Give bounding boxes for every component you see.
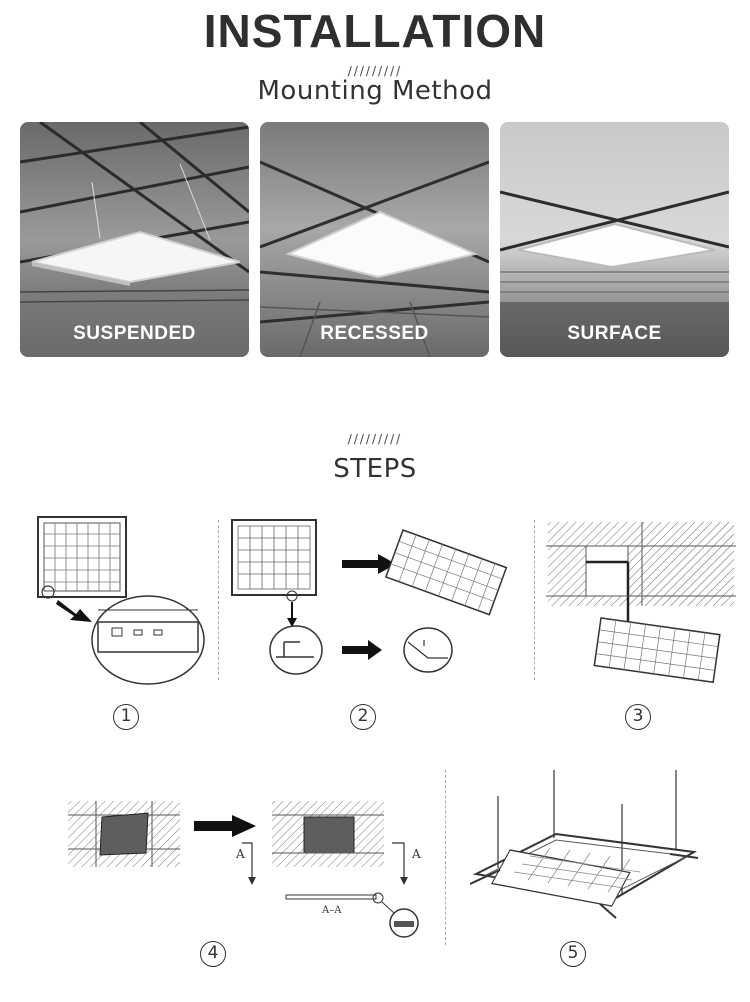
decorative-slashes: ///////// [347, 64, 403, 78]
method-label-surface: SURFACE [567, 323, 662, 344]
section-label-left: A [236, 847, 245, 861]
surface-illustration [500, 122, 729, 357]
step-number-1: 1 [113, 704, 139, 730]
method-card-suspended: SUSPENDED [20, 122, 249, 357]
section-cut-label: A–A [322, 905, 342, 916]
step-4-diagram: A A A–A [60, 795, 430, 945]
method-label-recessed: RECESSED [320, 323, 429, 344]
method-label-suspended: SUSPENDED [73, 323, 196, 344]
steps-title: STEPS [333, 454, 417, 484]
step-5-diagram [469, 768, 700, 928]
step-number-4: 4 [200, 941, 226, 967]
step-number-5: 5 [560, 941, 586, 967]
step-number-2: 2 [350, 704, 376, 730]
divider [218, 520, 219, 680]
recessed-illustration [260, 122, 489, 357]
method-card-recessed: RECESSED [260, 122, 489, 357]
section-subtitle: Mounting Method [257, 76, 493, 106]
divider [534, 520, 535, 680]
page-title: INSTALLATION [203, 5, 547, 57]
suspended-illustration [20, 122, 249, 357]
step-3-diagram [546, 518, 736, 688]
step-1-diagram [30, 512, 212, 687]
decorative-slashes-steps: ///////// [347, 432, 403, 446]
divider [445, 770, 446, 945]
step-number-3: 3 [625, 704, 651, 730]
method-card-surface: SURFACE [500, 122, 729, 357]
section-label-right: A [412, 847, 421, 861]
step-2-diagram [228, 512, 528, 687]
